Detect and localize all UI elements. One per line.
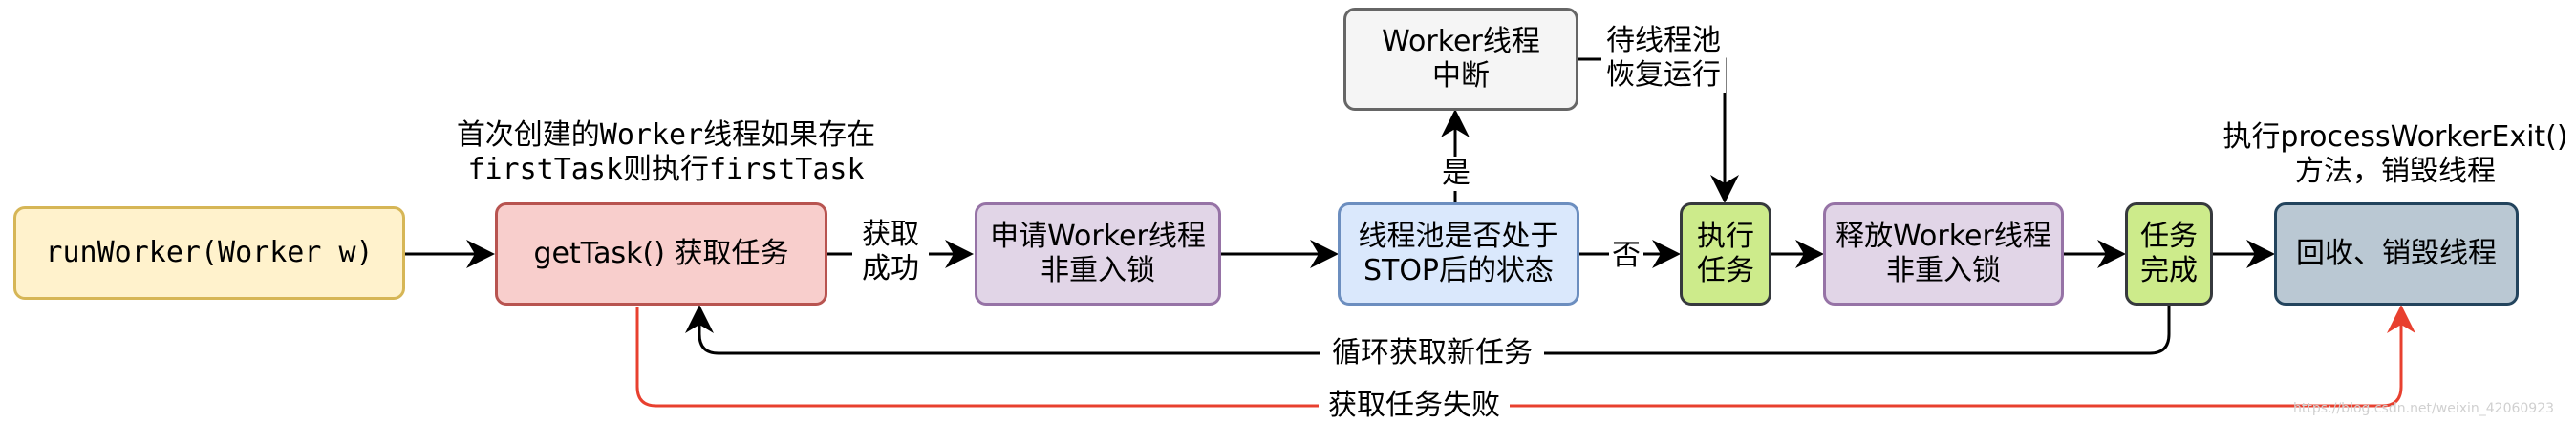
destroy-node: 回收、销毁线程 <box>2274 202 2519 306</box>
wait-pool-label: 待线程池 恢复运行 <box>1601 24 1726 93</box>
no-label: 否 <box>1609 239 1643 273</box>
get-success-label: 获取 成功 <box>852 218 929 286</box>
execute-node: 执行 任务 <box>1680 202 1771 306</box>
unlock-node: 释放Worker线程 非重入锁 <box>1823 202 2064 306</box>
interrupt-node: Worker线程 中断 <box>1343 8 1578 111</box>
run-worker-node: runWorker(Worker w) <box>13 206 405 300</box>
process-exit-label: 执行processWorkerExit() 方法，销毁线程 <box>2222 120 2568 188</box>
check-stop-node: 线程池是否处于 STOP后的状态 <box>1338 202 1579 306</box>
watermark: https://blog.csdn.net/weixin_42060923 <box>2293 401 2555 416</box>
get-fail-label: 获取任务失败 <box>1319 389 1510 423</box>
first-task-label: 首次创建的Worker线程如果存在 firstTask则执行firstTask <box>456 118 876 186</box>
arrow-get-fail <box>635 305 2415 408</box>
get-task-node: getTask() 获取任务 <box>495 202 827 306</box>
yes-label: 是 <box>1439 157 1473 191</box>
complete-node: 任务 完成 <box>2125 202 2213 306</box>
lock-node: 申请Worker线程 非重入锁 <box>975 202 1221 306</box>
loop-label: 循环获取新任务 <box>1320 336 1544 370</box>
